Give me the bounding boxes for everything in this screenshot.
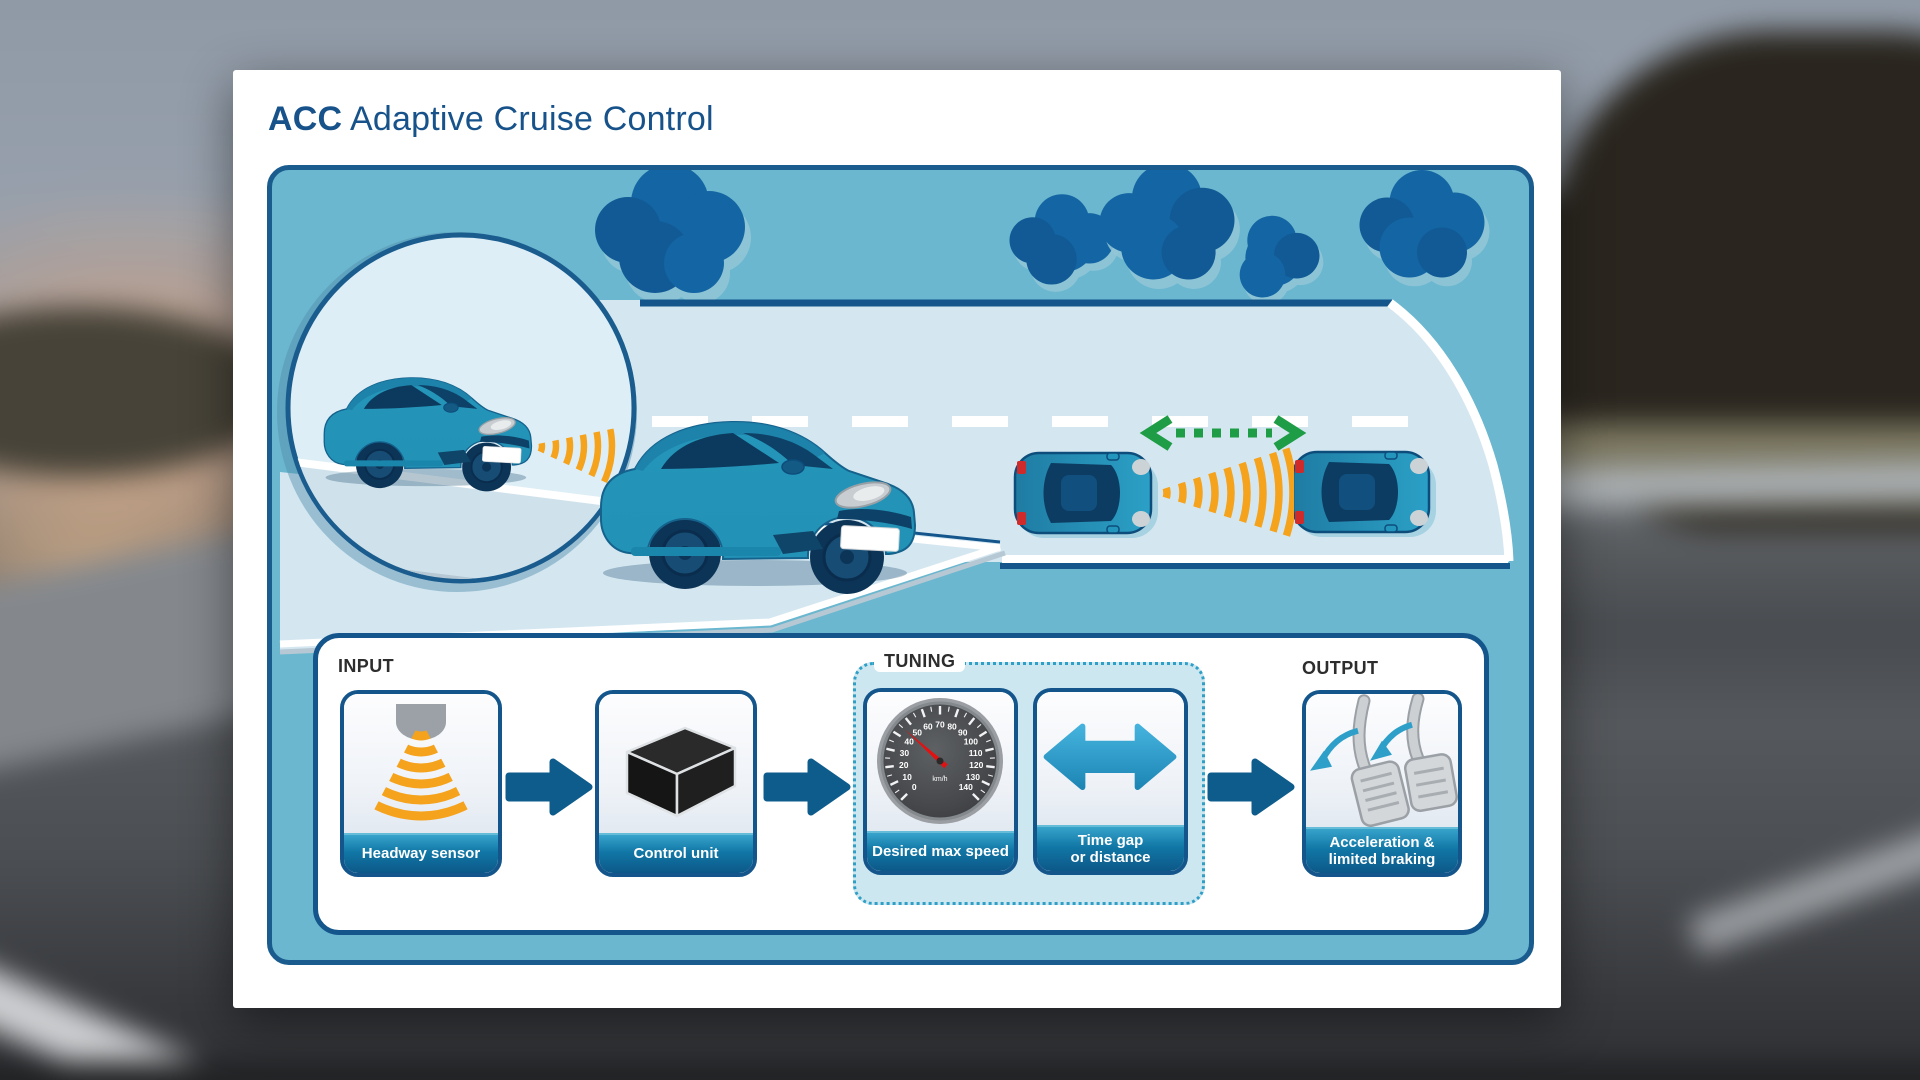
output-label: OUTPUT <box>1302 658 1379 678</box>
svg-text:40: 40 <box>904 737 914 747</box>
svg-text:120: 120 <box>969 760 983 770</box>
flow-box-label: Desired max speed <box>867 831 1014 871</box>
svg-text:70: 70 <box>935 720 945 730</box>
svg-text:140: 140 <box>959 782 973 792</box>
svg-text:100: 100 <box>964 737 978 747</box>
road-scene-illustration <box>277 170 1514 655</box>
title-abbreviation: ACC <box>268 100 343 138</box>
flow-box-time-gap: Time gap or distance <box>1033 688 1188 875</box>
flow-box-label: Control unit <box>599 833 753 873</box>
control-unit-icon <box>599 694 753 833</box>
svg-text:60: 60 <box>923 722 933 732</box>
flow-arrow-icon <box>1207 758 1295 816</box>
svg-text:0: 0 <box>912 782 917 792</box>
tuning-group: TUNING <box>853 651 1205 905</box>
infographic-card: ACC Adaptive Cruise Control <box>233 70 1561 1008</box>
following-car-top <box>1013 451 1160 540</box>
lead-car-top <box>1291 450 1438 539</box>
sensor-zoom-circle <box>277 232 637 592</box>
input-label: INPUT <box>338 656 394 676</box>
double-arrow-icon <box>1037 692 1184 825</box>
cloud-bushes <box>595 170 1490 305</box>
distance-gap-arrow-icon <box>1139 415 1307 451</box>
radar-beam-top-icon <box>1151 446 1294 538</box>
svg-text:20: 20 <box>899 760 909 770</box>
svg-text:110: 110 <box>969 748 983 758</box>
flow-box-label: Headway sensor <box>344 833 498 873</box>
page-title: ACC Adaptive Cruise Control <box>268 100 714 139</box>
svg-text:80: 80 <box>947 722 957 732</box>
svg-text:130: 130 <box>966 772 980 782</box>
svg-text:30: 30 <box>900 748 910 758</box>
flow-box-label: Time gap or distance <box>1037 824 1184 871</box>
illustration-panel: INPUT OUTPUT <box>267 165 1534 965</box>
svg-text:10: 10 <box>902 772 912 782</box>
background-dashboard-silhouette <box>0 1061 1920 1080</box>
flow-box-output-pedals: Acceleration & limited braking <box>1302 690 1462 877</box>
process-flow-panel: INPUT OUTPUT <box>313 633 1489 935</box>
radar-beam-side-icon <box>528 426 616 492</box>
svg-text:50: 50 <box>913 727 923 737</box>
headway-sensor-icon <box>344 694 498 833</box>
tuning-label: TUNING <box>884 651 956 671</box>
title-text: Adaptive Cruise Control <box>350 100 714 138</box>
svg-text:km/h: km/h <box>932 776 947 783</box>
pedals-icon <box>1306 694 1458 827</box>
flow-arrow-icon <box>505 758 593 816</box>
flow-box-label: Acceleration & limited braking <box>1306 826 1458 873</box>
flow-arrow-icon <box>763 758 851 816</box>
svg-text:90: 90 <box>958 727 968 737</box>
tuning-label-tab: TUNING <box>874 651 966 672</box>
flow-box-control-unit: Control unit <box>595 690 757 877</box>
flow-box-headway-sensor: Headway sensor <box>340 690 502 877</box>
